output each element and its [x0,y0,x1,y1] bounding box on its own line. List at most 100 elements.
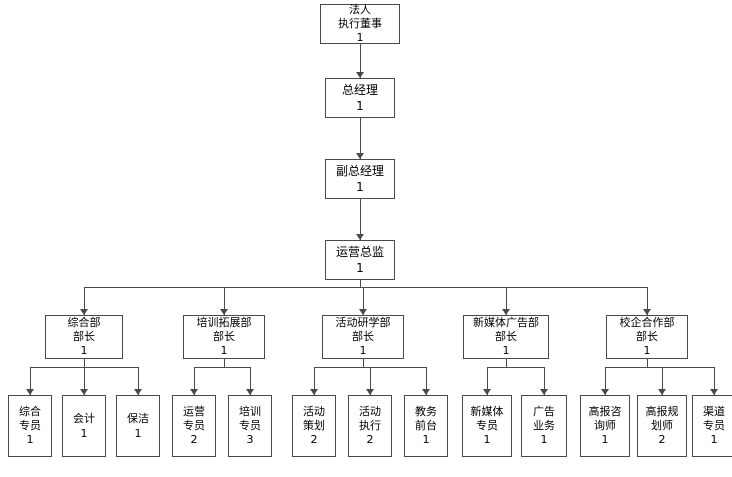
org-node-title: 渠道 专员 [703,404,725,432]
connector-arrow [80,309,88,315]
org-node-title: 综合部 部长 [67,315,101,343]
org-node-count: 1 [356,179,364,194]
org-node-title: 运营总监 [335,244,384,259]
org-node-count: 1 [80,344,88,358]
connector-line [363,359,364,367]
connector-line [224,287,360,288]
org-node-count: 2 [190,433,198,447]
connector-line [363,367,426,368]
connector-line [487,367,488,395]
connector-arrow [710,389,718,395]
connector-arrow [246,389,254,395]
connector-line [714,367,715,395]
org-node-title: 活动研学部 部长 [335,315,391,343]
org-node-title: 法人 执行董事 [338,2,382,30]
connector-arrow [540,389,548,395]
org-node-title: 高报规 划师 [645,404,679,432]
org-node-title: 培训拓展部 部长 [196,315,252,343]
org-node-count: 1 [359,344,367,358]
org-node-count: 1 [26,433,34,447]
connector-arrow [356,72,364,78]
connector-line [84,359,85,395]
connector-line [506,287,507,315]
connector-arrow [190,389,198,395]
connector-line [605,367,606,395]
connector-arrow [422,389,430,395]
connector-line [224,287,225,315]
org-node-count: 1 [356,98,364,113]
connector-line [370,367,371,395]
connector-line [506,359,507,367]
connector-line [647,359,648,367]
org-node-count: 1 [80,426,88,440]
connector-arrow [26,389,34,395]
org-node-count: 2 [310,433,318,447]
org-node-title: 总经理 [341,82,378,97]
org-node-title: 活动 执行 [359,404,381,432]
connector-line [647,367,714,368]
connector-line [360,280,361,287]
org-node-title: 新媒体 专员 [470,404,504,432]
org-node-count: 1 [540,433,548,447]
connector-arrow [366,389,374,395]
connector-line [224,359,225,367]
org-node-count: 1 [502,344,510,358]
connector-line [250,367,251,395]
connector-line [360,118,361,159]
connector-arrow [601,389,609,395]
org-node-title: 综合 专员 [19,404,41,432]
connector-line [84,367,138,368]
org-node-count: 1 [134,426,142,440]
connector-line [605,367,647,368]
org-node-title: 会计 [73,411,95,425]
connector-line [84,287,85,315]
connector-arrow [658,389,666,395]
org-node-count: 1 [643,344,651,358]
org-node-count: 2 [658,433,666,447]
connector-line [84,359,85,367]
org-node-title: 活动 策划 [303,404,325,432]
connector-arrow [80,389,88,395]
connector-line [363,287,364,315]
org-node-count: 1 [220,344,228,358]
connector-arrow [220,309,228,315]
connector-line [30,367,31,395]
connector-line [662,367,663,395]
org-node-title: 保洁 [127,411,149,425]
org-node-count: 1 [422,433,430,447]
org-node-title: 广告 业务 [533,404,555,432]
org-node-title: 运营 专员 [183,404,205,432]
connector-line [84,287,360,288]
org-node-title: 教务 前台 [415,404,437,432]
connector-line [138,367,139,395]
connector-line [314,367,363,368]
connector-line [544,367,545,395]
org-node-title: 新媒体广告部 部长 [473,315,539,343]
org-node-count: 1 [601,433,609,447]
connector-line [487,367,506,368]
org-node-title: 副总经理 [335,163,384,178]
